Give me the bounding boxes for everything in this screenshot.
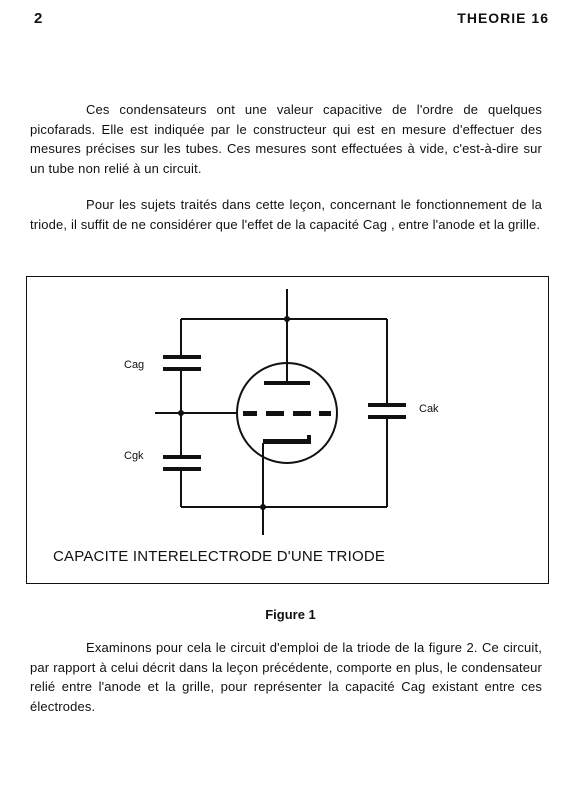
triode-circuit-diagram — [155, 289, 406, 535]
paragraph-triode-capacity: Pour les sujets traités dans cette leçon… — [30, 197, 542, 232]
cak-plate-top — [368, 403, 406, 407]
cag-plate-top — [163, 355, 201, 359]
junction-cathode — [260, 504, 266, 510]
label-cgk: Cgk — [124, 450, 144, 462]
tube-envelope — [236, 362, 338, 464]
paragraph-intro: Ces condensateurs ont une valeur capacit… — [30, 102, 542, 176]
label-cag: Cag — [124, 359, 145, 371]
tube-grid-dash-3 — [293, 411, 311, 416]
label-cak: Cak — [419, 403, 439, 415]
header-title: THEORIE 16 — [457, 10, 549, 26]
cak-plate-bottom — [368, 415, 406, 419]
page-number: 2 — [34, 10, 43, 27]
junction-anode — [284, 316, 290, 322]
tube-grid-dash-4 — [319, 411, 331, 416]
figure-caption: CAPACITE INTERELECTRODE D'UNE TRIODE — [53, 548, 386, 565]
cag-plate-bottom — [163, 367, 201, 371]
junction-grid — [178, 410, 184, 416]
cgk-plate-top — [163, 455, 201, 459]
tube-cathode-end — [307, 435, 311, 444]
tube-cathode-bar — [263, 439, 309, 444]
tube-anode-plate — [264, 381, 310, 385]
cgk-plate-bottom — [163, 467, 201, 471]
figure-frame: Cag Cgk Cak CAPACITE INTERELECTRODE D'UN… — [26, 276, 549, 584]
tube-grid-dash-2 — [266, 411, 284, 416]
tube-grid-dash-1 — [243, 411, 257, 416]
paragraph-circuit-usage: Examinons pour cela le circuit d'emploi … — [30, 640, 542, 714]
figure-label: Figure 1 — [265, 607, 316, 622]
